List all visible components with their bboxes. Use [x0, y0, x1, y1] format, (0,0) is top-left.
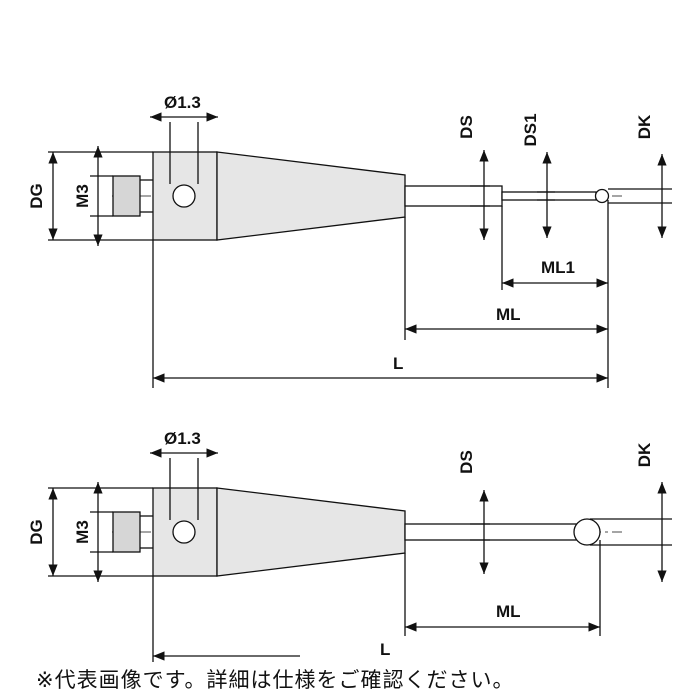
bottom-label-ml: ML — [496, 602, 521, 621]
top-label-l: L — [393, 354, 403, 373]
top-thread-stud — [112, 175, 141, 217]
top-label-hole: Ø1.3 — [164, 93, 201, 112]
bottom-label-m3: M3 — [73, 520, 92, 544]
top-label-ds1: DS1 — [521, 113, 540, 146]
bottom-thread-stud — [112, 511, 141, 553]
top-label-ml1: ML1 — [541, 258, 575, 277]
top-ball-tip — [594, 188, 610, 204]
bottom-body-taper — [216, 487, 406, 577]
bottom-label-hole: Ø1.3 — [164, 429, 201, 448]
top-label-m3: M3 — [73, 184, 92, 208]
top-label-ds: DS — [457, 115, 476, 139]
top-body-taper — [216, 151, 406, 241]
bottom-ball-tip — [573, 518, 601, 546]
top-label-ml: ML — [496, 305, 521, 324]
bottom-label-l: L — [380, 640, 390, 659]
bottom-stem — [404, 523, 578, 541]
bottom-cross-hole — [172, 520, 196, 544]
bottom-label-ds: DS — [457, 450, 476, 474]
top-cross-hole — [172, 184, 196, 208]
bottom-label-dk: DK — [635, 442, 654, 467]
top-stem — [404, 185, 503, 207]
bottom-label-dg: DG — [27, 519, 46, 545]
top-stem-reduced — [501, 191, 597, 201]
top-label-dg: DG — [27, 183, 46, 209]
top-stylus-view — [48, 112, 672, 388]
top-label-dk: DK — [635, 114, 654, 139]
representative-image-footnote: ※代表画像です。詳細は仕様をご確認ください。 — [36, 668, 515, 692]
bottom-stylus-view — [48, 448, 672, 662]
